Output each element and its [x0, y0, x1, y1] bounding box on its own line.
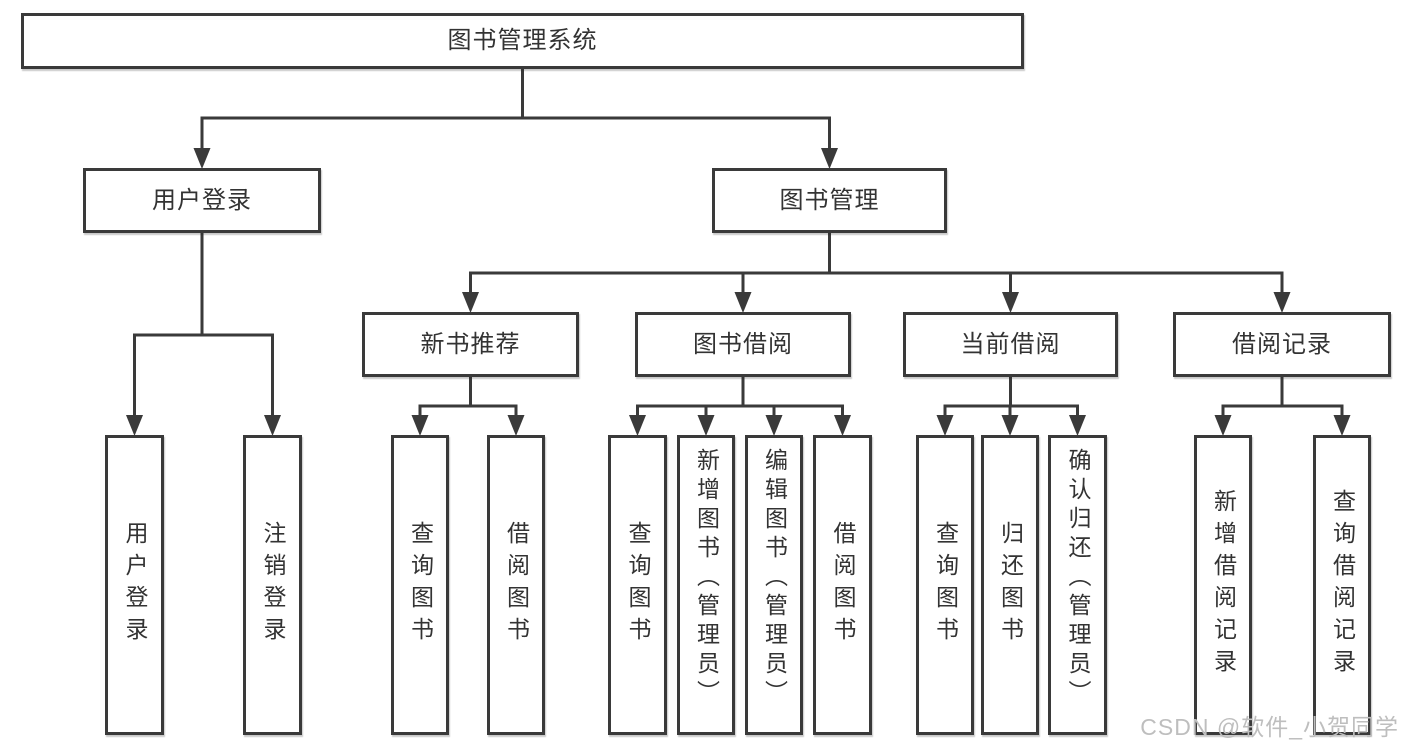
node-label-leaf-borrow-book-1: 借阅图书: [503, 521, 530, 649]
node-label-root: 图书管理系统: [447, 27, 598, 54]
node-label-book-mgmt: 图书管理: [779, 186, 880, 214]
node-label-user-login: 用户登录: [152, 186, 252, 214]
node-label-leaf-query-book-1: 查询图书: [407, 521, 434, 649]
node-leaf-return-book: 归还图书: [981, 435, 1039, 735]
node-leaf-query-book-3: 查询图书: [916, 435, 974, 735]
node-book-borrow: 图书借阅: [635, 312, 851, 377]
node-leaf-query-book-1: 查询图书: [391, 435, 449, 735]
node-label-leaf-add-book: 新增图书（管理员）: [693, 448, 720, 709]
node-label-new-book-rec: 新书推荐: [420, 330, 521, 358]
node-leaf-logout: 注销登录: [243, 435, 302, 735]
node-leaf-edit-book: 编辑图书（管理员）: [745, 435, 803, 735]
node-label-leaf-query-borrow-record: 查询借阅记录: [1329, 489, 1356, 681]
node-leaf-query-book-2: 查询图书: [608, 435, 667, 735]
node-book-mgmt: 图书管理: [712, 168, 947, 233]
edge-book-borrow: [629, 375, 851, 436]
node-root: 图书管理系统: [21, 13, 1024, 69]
edge-book-mgmt: [462, 231, 1291, 313]
node-leaf-confirm-return: 确认归还（管理员）: [1048, 435, 1107, 735]
node-leaf-add-book: 新增图书（管理员）: [677, 435, 735, 735]
edge-user-login: [126, 231, 281, 436]
node-label-current-borrow: 当前借阅: [960, 330, 1061, 358]
node-leaf-borrow-book-2: 借阅图书: [813, 435, 872, 735]
edge-new-book-rec: [411, 375, 525, 436]
node-label-leaf-return-book: 归还图书: [997, 521, 1024, 649]
node-borrow-records: 借阅记录: [1173, 312, 1391, 377]
edge-root: [193, 67, 838, 169]
edge-borrow-records: [1214, 375, 1351, 436]
node-label-book-borrow: 图书借阅: [693, 330, 793, 358]
node-label-leaf-user-login: 用户登录: [122, 521, 148, 649]
node-label-leaf-query-book-2: 查询图书: [625, 521, 651, 649]
node-leaf-borrow-book-1: 借阅图书: [487, 435, 545, 735]
node-current-borrow: 当前借阅: [903, 312, 1118, 377]
node-leaf-add-borrow-record: 新增借阅记录: [1194, 435, 1252, 735]
node-leaf-query-borrow-record: 查询借阅记录: [1313, 435, 1371, 735]
node-label-leaf-confirm-return: 确认归还（管理员）: [1065, 448, 1091, 709]
node-label-leaf-add-borrow-record: 新增借阅记录: [1210, 489, 1237, 681]
node-user-login: 用户登录: [83, 168, 321, 233]
node-label-leaf-edit-book: 编辑图书（管理员）: [761, 448, 788, 709]
node-new-book-rec: 新书推荐: [362, 312, 579, 377]
node-label-leaf-borrow-book-2: 借阅图书: [830, 521, 856, 649]
node-label-leaf-query-book-3: 查询图书: [932, 521, 959, 649]
node-leaf-user-login: 用户登录: [105, 435, 164, 735]
edge-current-borrow: [936, 375, 1086, 436]
node-label-borrow-records: 借阅记录: [1232, 330, 1332, 358]
node-label-leaf-logout: 注销登录: [260, 521, 286, 649]
